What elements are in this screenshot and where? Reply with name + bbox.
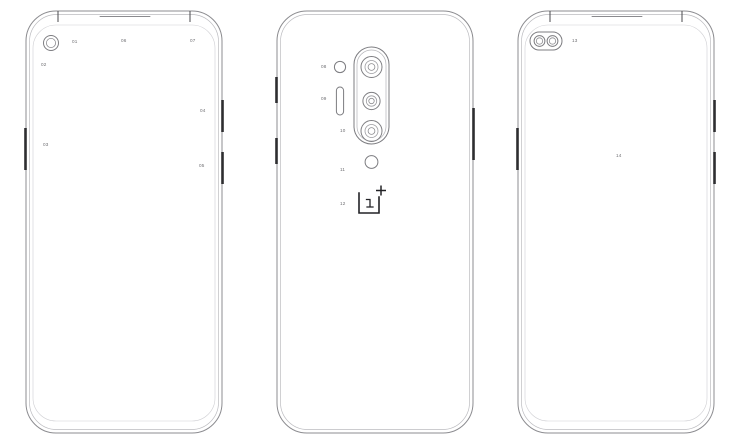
rear-camera-lens-3-ring [360, 120, 383, 142]
phone-body-outline [25, 10, 223, 434]
oneplus-logo [358, 185, 386, 214]
callout-label-09: 09 [321, 96, 327, 101]
phone-back-outline [276, 10, 474, 434]
alert-slider-right-phone[interactable] [713, 100, 716, 132]
power-button-back-view[interactable] [472, 108, 475, 160]
led-flash [335, 86, 345, 116]
phone-body-inner-outline [29, 14, 219, 430]
dual-front-camera [529, 31, 563, 51]
volume-button-left[interactable] [24, 128, 27, 170]
phone-body-outline-right [517, 10, 715, 434]
front-camera-lens [46, 38, 57, 49]
callout-label-04: 04 [200, 108, 206, 113]
rear-camera-lens-1-ring [360, 56, 383, 78]
dual-front-camera-lens-1 [535, 37, 544, 45]
dual-front-camera-lens-2 [548, 37, 557, 45]
phone-body-inner-outline-right [521, 14, 711, 430]
display-panel [32, 24, 216, 422]
callout-label-14: 14 [616, 153, 622, 158]
rear-camera-module [353, 46, 390, 145]
laser-autofocus-sensor [333, 60, 347, 74]
volume-button-left-right-phone[interactable] [516, 128, 519, 170]
callout-label-10: 10 [340, 128, 346, 133]
rear-camera-lens-1-mid [364, 60, 379, 74]
callout-label-06: 06 [121, 38, 127, 43]
callout-label-08: 08 [321, 64, 327, 69]
callout-label-07: 07 [190, 38, 196, 43]
callout-label-05: 05 [199, 163, 205, 168]
volume-down-button[interactable] [275, 138, 278, 164]
display-panel-right [524, 24, 708, 422]
color-filter-camera [364, 155, 379, 169]
callout-label-01: 01 [72, 39, 78, 44]
volume-up-button[interactable] [275, 77, 278, 103]
rear-camera-lens-1 [367, 63, 376, 71]
front-camera-ring [43, 35, 59, 51]
rear-camera-lens-2 [368, 97, 375, 105]
alert-slider[interactable] [221, 100, 224, 132]
dual-front-camera-lens-2-ring [546, 35, 559, 47]
dual-front-camera-lens-1-ring [533, 35, 546, 47]
rear-camera-lens-3 [367, 127, 376, 135]
rear-camera-lens-3-mid [364, 124, 379, 138]
callout-label-03: 03 [43, 142, 49, 147]
power-button-right-phone[interactable] [713, 152, 716, 184]
phone-back-inner-outline [280, 14, 470, 430]
power-button[interactable] [221, 152, 224, 184]
callout-label-13: 13 [572, 38, 578, 43]
callout-label-02: 02 [41, 62, 47, 67]
rear-camera-lens-2-ring [362, 91, 381, 111]
callout-label-11: 11 [340, 167, 346, 172]
callout-label-12: 12 [340, 201, 346, 206]
rear-camera-lens-2-mid [365, 95, 378, 107]
